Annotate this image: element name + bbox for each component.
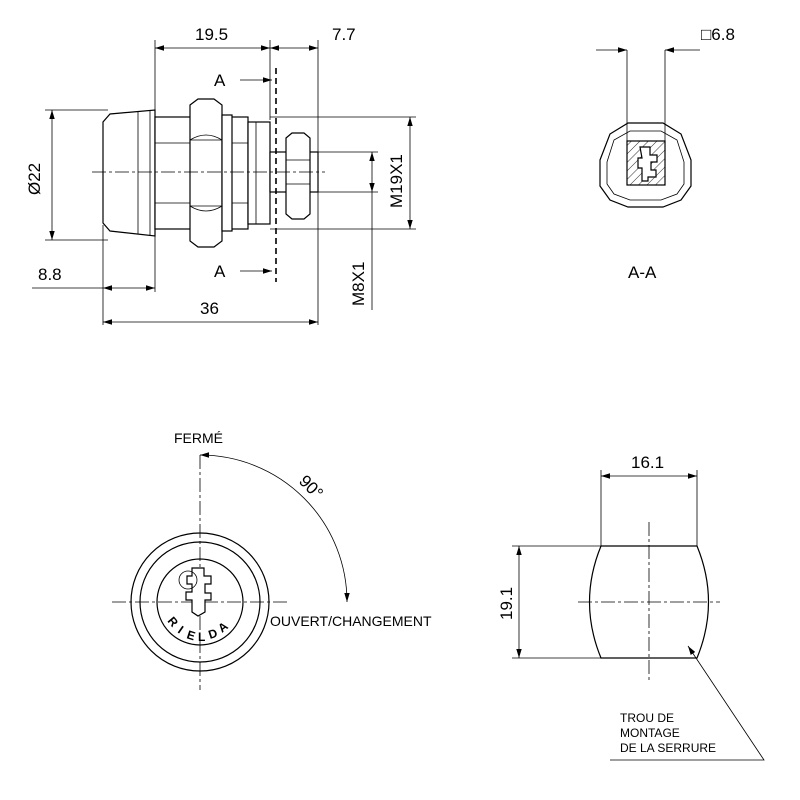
brand-letter: L [198,630,205,644]
label-angle: 90° [295,471,327,503]
dim-8-8: 8.8 [38,265,62,284]
dim-square: □6.8 [701,25,735,44]
washer [221,114,233,232]
label-closed: FERMÉ [174,430,223,446]
dim-height: 19.1 [497,587,516,620]
side-view: A A 19.5 7.7 Ø22 M19X1 M8X1 8.8 [25,25,416,325]
dim-width: 16.1 [631,453,664,472]
hex-nut [189,98,223,248]
note-line-2: MONTAGE [620,726,680,740]
section-view: □6.8 A-A [596,25,735,282]
dim-36: 36 [200,299,219,318]
dim-m19: M19X1 [387,154,406,208]
mounting-hole [588,545,710,659]
brand-letter: I [175,623,186,636]
leader-line [610,645,765,761]
front-view: R I E L D A FERMÉ 90° OUVERT/CHANGEMENT [112,430,432,690]
note-line-3: DE LA SERRURE [620,741,716,755]
section-mark-top: A [214,71,226,90]
rear-collar [247,121,271,225]
rotation-arc [199,452,350,603]
section-caption: A-A [628,263,657,282]
cutout-view: 16.1 19.1 TROU DE MONTAGE DE LA SERRURE [497,453,765,761]
dim-7-7: 7.7 [332,25,356,44]
dim-19-5: 19.5 [195,25,228,44]
brand-letter: R [165,614,182,630]
label-open: OUVERT/CHANGEMENT [270,613,432,629]
dim-m8: M8X1 [349,262,368,306]
brand-letter: E [185,628,197,644]
note-line-1: TROU DE [620,711,674,725]
dim-d22: Ø22 [25,163,44,195]
section-mark-bottom: A [214,262,226,281]
cam-nut [285,132,311,220]
key-slot [185,567,212,617]
brand-letter: A [215,619,231,636]
key-profile [637,146,658,182]
cylinder-head [102,109,156,237]
